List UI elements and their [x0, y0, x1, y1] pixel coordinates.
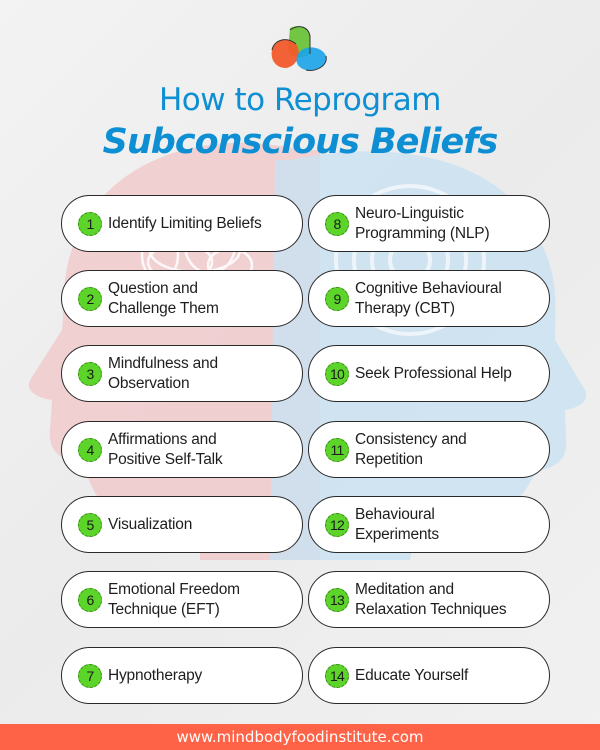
step-item-11: 11 Consistency and Repetition — [308, 421, 550, 478]
step-label: Behavioural Experiments — [355, 505, 439, 543]
step-item-6: 6 Emotional Freedom Technique (EFT) — [61, 571, 303, 628]
step-label: Meditation and Relaxation Techniques — [355, 580, 507, 618]
page-title-line2: Subconscious Beliefs — [102, 122, 499, 162]
step-number-badge: 5 — [78, 512, 102, 537]
step-number-badge: 6 — [78, 587, 102, 612]
step-label: Visualization — [108, 515, 193, 533]
step-item-10: 10 Seek Professional Help — [308, 345, 550, 402]
step-number-badge: 9 — [325, 286, 349, 311]
step-label: Consistency and Repetition — [355, 430, 467, 468]
step-item-4: 4 Affirmations and Positive Self-Talk — [61, 421, 303, 478]
step-item-9: 9 Cognitive Behavioural Therapy (CBT) — [308, 270, 550, 327]
step-number-badge: 10 — [325, 361, 349, 386]
step-item-12: 12 Behavioural Experiments — [308, 496, 550, 553]
step-item-3: 3 Mindfulness and Observation — [61, 345, 303, 402]
step-item-2: 2 Question and Challenge Them — [61, 270, 303, 327]
step-number-badge: 8 — [325, 211, 349, 236]
step-label: Affirmations and Positive Self-Talk — [108, 430, 223, 468]
step-number-badge: 2 — [78, 286, 102, 311]
step-number-badge: 4 — [78, 437, 102, 462]
step-label: Cognitive Behavioural Therapy (CBT) — [355, 279, 502, 317]
step-number-badge: 14 — [325, 663, 349, 688]
step-number-badge: 7 — [78, 663, 102, 688]
step-label: Seek Professional Help — [355, 364, 512, 382]
step-label: Identify Limiting Beliefs — [108, 214, 262, 232]
step-item-5: 5 Visualization — [61, 496, 303, 553]
step-label: Emotional Freedom Technique (EFT) — [108, 580, 240, 618]
step-item-13: 13 Meditation and Relaxation Techniques — [308, 571, 550, 628]
step-label: Question and Challenge Them — [108, 279, 219, 317]
step-item-8: 8 Neuro-Linguistic Programming (NLP) — [308, 195, 550, 252]
logo-icon — [271, 26, 327, 71]
step-item-7: 7 Hypnotherapy — [61, 647, 303, 704]
step-number-badge: 13 — [325, 587, 349, 612]
step-number-badge: 11 — [325, 437, 349, 462]
footer-website-url[interactable]: www.mindbodyfoodinstitute.com — [0, 724, 600, 750]
step-item-1: 1 Identify Limiting Beliefs — [61, 195, 303, 252]
step-number-badge: 12 — [325, 512, 349, 537]
step-label: Educate Yourself — [355, 666, 469, 684]
step-item-14: 14 Educate Yourself — [308, 647, 550, 704]
step-number-badge: 1 — [78, 211, 102, 236]
step-label: Hypnotherapy — [108, 666, 203, 684]
step-label: Mindfulness and Observation — [108, 354, 218, 392]
step-label: Neuro-Linguistic Programming (NLP) — [355, 204, 490, 242]
page-title-line1: How to Reprogram — [158, 82, 442, 118]
step-number-badge: 3 — [78, 361, 102, 386]
